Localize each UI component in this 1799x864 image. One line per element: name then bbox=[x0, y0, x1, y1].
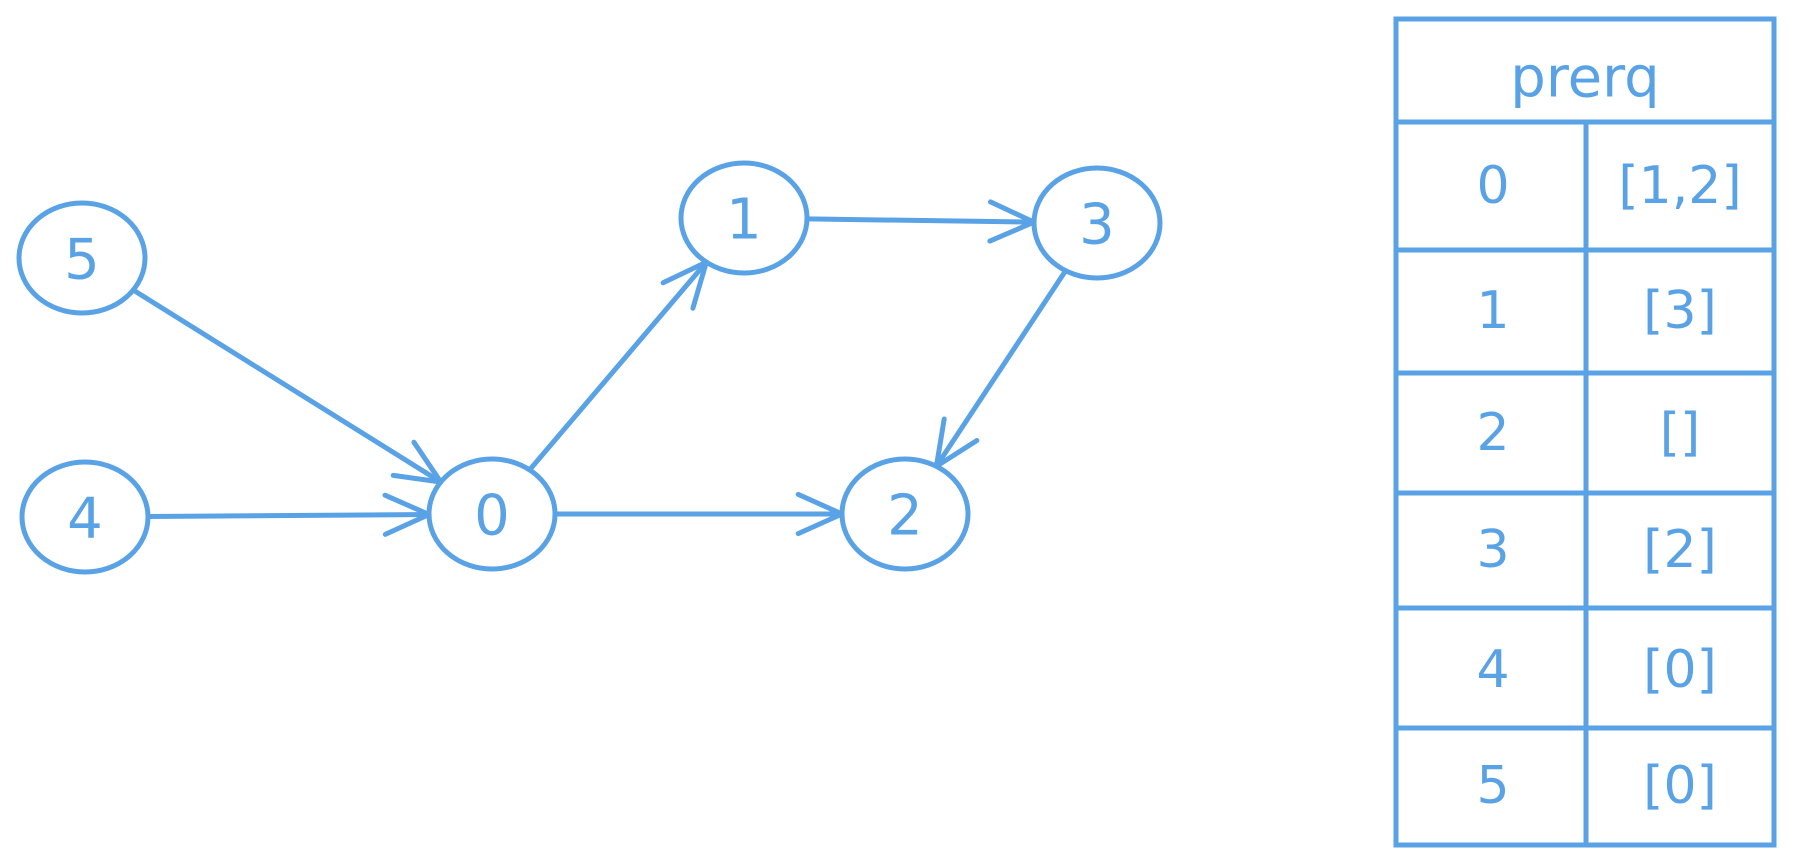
node-shape-3 bbox=[1031, 165, 1163, 281]
node-label-5: 5 bbox=[64, 228, 100, 293]
table-key-3: 3 bbox=[1476, 520, 1509, 580]
table-value-1: [3] bbox=[1643, 281, 1717, 341]
table-value-0: [1,2] bbox=[1618, 156, 1741, 216]
table-key-4: 4 bbox=[1476, 640, 1509, 700]
node-0: 0 bbox=[426, 456, 558, 572]
node-label-0: 0 bbox=[474, 484, 510, 549]
node-3: 3 bbox=[1031, 165, 1163, 281]
table-value-2: [] bbox=[1660, 403, 1701, 463]
edge-1-to-3 bbox=[804, 216, 1037, 225]
node-shape-2 bbox=[839, 456, 971, 572]
node-shape-1 bbox=[678, 160, 810, 276]
table-title: prerq bbox=[1510, 46, 1659, 111]
node-label-1: 1 bbox=[726, 188, 762, 253]
node-label-3: 3 bbox=[1079, 193, 1115, 258]
table-key-2: 2 bbox=[1476, 403, 1509, 463]
table-key-1: 1 bbox=[1476, 281, 1509, 341]
table-value-5: [0] bbox=[1643, 756, 1717, 816]
edge-4-to-0 bbox=[145, 512, 432, 519]
node-4: 4 bbox=[19, 459, 151, 575]
table-value-4: [0] bbox=[1643, 640, 1717, 700]
table-key-0: 0 bbox=[1476, 156, 1509, 216]
table-key-5: 5 bbox=[1476, 756, 1509, 816]
edge-0-to-1 bbox=[527, 259, 709, 473]
edge-5-to-0 bbox=[130, 287, 444, 485]
edge-3-to-2 bbox=[933, 268, 1069, 469]
node-5: 5 bbox=[16, 200, 148, 316]
node-shape-0 bbox=[426, 456, 558, 572]
node-label-4: 4 bbox=[67, 487, 103, 552]
node-1: 1 bbox=[678, 160, 810, 276]
node-shape-5 bbox=[16, 200, 148, 316]
node-label-2: 2 bbox=[887, 484, 923, 549]
table-value-3: [2] bbox=[1643, 520, 1717, 580]
graph-nodes: 0 1 2 3 4 5 bbox=[16, 160, 1163, 575]
node-shape-4 bbox=[19, 459, 151, 575]
graph-edges bbox=[130, 199, 1069, 537]
prerequisite-table: prerq 0 [1,2] 1 [3] 2 [] 3 [2] 4 [0] 5 [… bbox=[1393, 16, 1777, 848]
node-2: 2 bbox=[839, 456, 971, 572]
